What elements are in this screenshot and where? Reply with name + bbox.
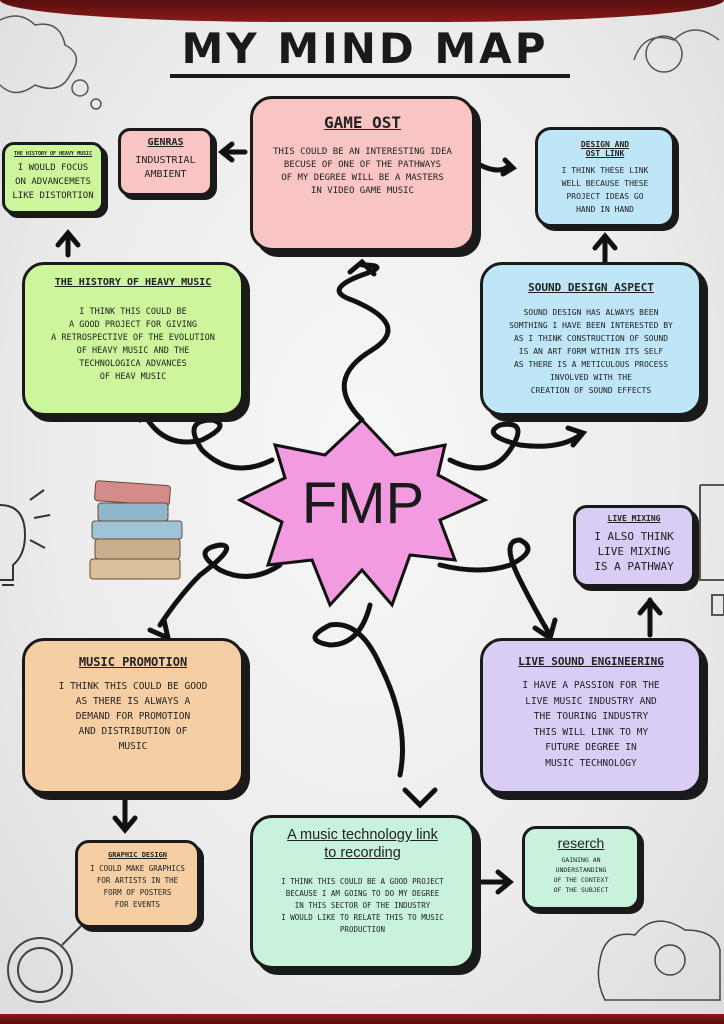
cloud-doodle-icon bbox=[0, 15, 720, 110]
node-body: INDUSTRIAL AMBIENT bbox=[135, 155, 196, 180]
bottom-frame-bar bbox=[0, 1014, 724, 1024]
top-frame-bar bbox=[0, 0, 724, 22]
node-title: THE HISTORY OF HEAVY MUSIC bbox=[13, 151, 93, 157]
doodle-frame-right bbox=[699, 484, 724, 616]
node-history-heavy-music: THE HISTORY OF HEAVY MUSIC I THINK THIS … bbox=[22, 262, 244, 416]
node-body: I COULD MAKE GRAPHICS FOR ARTISTS IN THE… bbox=[90, 864, 185, 909]
link-promotion-graphic bbox=[112, 792, 138, 834]
node-body: I HAVE A PASSION FOR THE LIVE MUSIC INDU… bbox=[522, 680, 660, 769]
node-music-promotion: MUSIC PROMOTION I THINK THIS COULD BE GO… bbox=[22, 638, 244, 794]
link-center-history bbox=[139, 407, 275, 471]
node-title: A music technology link to recording bbox=[287, 827, 438, 861]
node-title: GAME OST bbox=[323, 113, 402, 132]
node-body: SOUND DESIGN HAS ALWAYS BEEN SOMTHING I … bbox=[509, 308, 673, 395]
link-center-sound-design bbox=[447, 421, 583, 471]
node-title: reserch bbox=[557, 835, 605, 851]
lightbulb-icon bbox=[0, 489, 51, 586]
link-sound-design-ost bbox=[592, 232, 618, 265]
node-body: GAINING AN UNDERSTANDING OF THE CONTEXT … bbox=[553, 856, 609, 894]
link-history-small bbox=[55, 229, 81, 258]
books-icon bbox=[89, 480, 183, 580]
page-title: MY MIND MAP bbox=[181, 24, 549, 73]
title-underline bbox=[170, 74, 570, 78]
node-title: GRAPHIC DESIGN bbox=[107, 851, 167, 859]
link-center-game-ost bbox=[336, 262, 391, 423]
node-title: GENRAS bbox=[147, 137, 184, 148]
node-live-mixing: LIVE MIXING I ALSO THINK LIVE MIXING IS … bbox=[573, 505, 695, 587]
link-live-sound-mixing bbox=[637, 597, 663, 638]
node-body: I THINK THIS COULD BE A GOOD PROJECT BEC… bbox=[281, 877, 444, 934]
node-body: I ALSO THINK LIVE MIXING IS A PATHWAY bbox=[594, 530, 674, 573]
node-reserch: reserch GAINING AN UNDERSTANDING OF THE … bbox=[522, 826, 640, 910]
cloud-doodle-icon bbox=[597, 920, 721, 1001]
node-game-ost: GAME OST THIS COULD BE AN INTERESTING ID… bbox=[250, 96, 475, 251]
node-body: I WOULD FOCUS ON ADVANCEMETS LIKE DISTOR… bbox=[12, 163, 94, 201]
node-title: THE HISTORY OF HEAVY MUSIC bbox=[54, 277, 212, 288]
node-title: MUSIC PROMOTION bbox=[78, 655, 188, 669]
center-label: FMP bbox=[301, 471, 425, 536]
node-music-technology-link: A music technology link to recording I T… bbox=[250, 815, 475, 969]
link-center-music-tech bbox=[312, 602, 405, 778]
node-graphic-design: GRAPHIC DESIGN I COULD MAKE GRAPHICS FOR… bbox=[75, 840, 200, 928]
node-title: SOUND DESIGN ASPECT bbox=[528, 281, 654, 294]
node-body: I THINK THIS COULD BE GOOD AS THERE IS A… bbox=[58, 681, 208, 752]
link-ost-genras bbox=[217, 141, 248, 163]
node-live-sound-engineering: LIVE SOUND ENGINEERING I HAVE A PASSION … bbox=[480, 638, 702, 794]
node-design-ost-link: DESIGN AND OST LINK I THINK THESE LINK W… bbox=[535, 127, 675, 227]
node-body: I THINK THESE LINK WELL BECAUSE THESE PR… bbox=[561, 166, 649, 214]
link-tech-reserch bbox=[475, 869, 514, 895]
link-center-live-sound bbox=[437, 537, 553, 638]
node-title: LIVE SOUND ENGINEERING bbox=[518, 655, 664, 668]
node-genras: GENRAS INDUSTRIAL AMBIENT bbox=[118, 128, 213, 196]
node-body: THIS COULD BE AN INTERESTING IDEA BECUSE… bbox=[273, 147, 452, 196]
node-body: I THINK THIS COULD BE A GOOD PROJECT FOR… bbox=[51, 307, 215, 382]
node-title: DESIGN AND OST LINK bbox=[580, 140, 630, 158]
node-sound-design-aspect: SOUND DESIGN ASPECT SOUND DESIGN HAS ALW… bbox=[480, 262, 702, 416]
fmp-star bbox=[236, 417, 489, 608]
node-history-small: THE HISTORY OF HEAVY MUSIC I WOULD FOCUS… bbox=[2, 142, 104, 214]
link-ost-design bbox=[477, 157, 518, 177]
link-center-promotion bbox=[157, 542, 283, 628]
node-title: LIVE MIXING bbox=[607, 514, 661, 523]
